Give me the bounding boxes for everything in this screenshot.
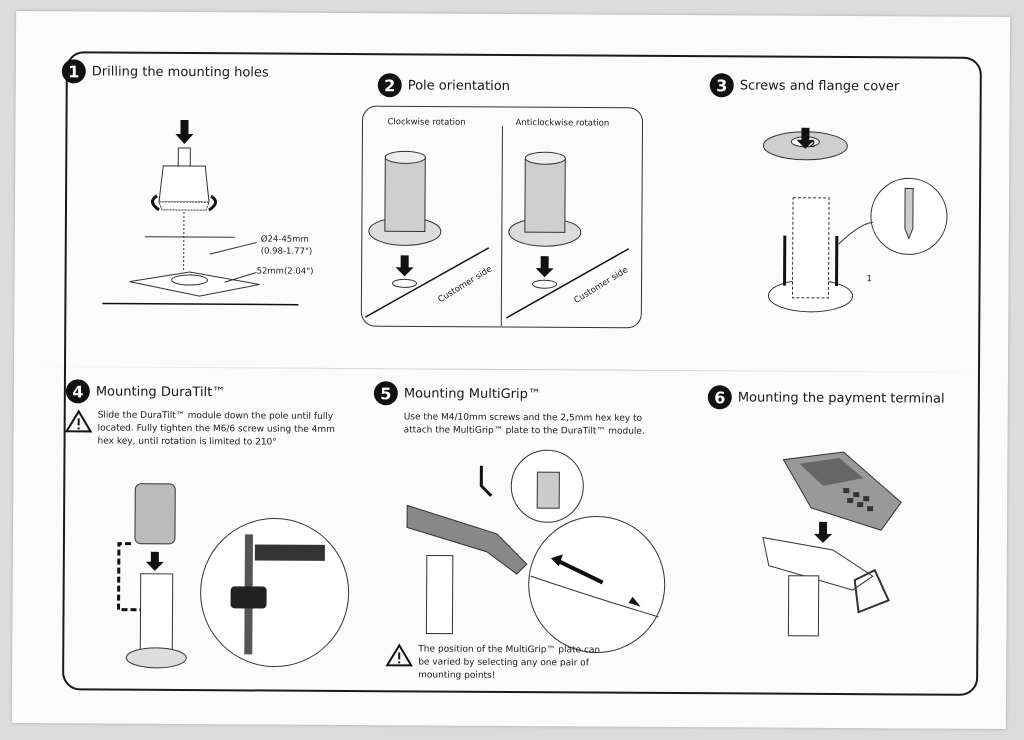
step-number: 6 [707,385,732,410]
step-title: Mounting the payment terminal [737,389,945,407]
diameter-label: Ø24-45mm [260,234,309,245]
step-number: 4 [65,379,90,404]
callout-2: 2 [809,139,816,150]
warning-icon [64,409,93,433]
step-title: Mounting MultiGrip™ [403,385,541,402]
step-5-instructions: Use the M4/10mm screws and the 2,5mm hex… [403,412,645,437]
pole-orientation-diagram [360,105,644,329]
pole-left [368,150,442,288]
clockwise-label: Clockwise rotation [387,117,466,128]
step-5-note-text: The position of the MultiGrip™ plate can… [418,644,601,681]
multigrip-diagram [406,449,666,654]
step-6: 6 Mounting the payment terminal [707,385,945,410]
step-4-instructions: Slide the DuraTilt™ module down the pole… [97,410,335,448]
step-title: Mounting DuraTilt™ [95,383,226,400]
rotation-arrow-icon [151,194,218,212]
terminal-diagram [762,451,902,637]
step-3: 3 Screws and flange cover [709,73,900,98]
step-title: Drilling the mounting holes [91,63,269,81]
step-title: Pole orientation [407,77,510,94]
step-title: Screws and flange cover [739,77,900,94]
step-2: 2 Pole orientation [377,73,510,98]
pole-right [508,151,582,289]
arrow-down-icon [175,119,194,145]
instruction-sheet: 1 Drilling the mounting holes Ø24-45mm (… [11,10,1011,730]
step-5: 5 Mounting MultiGrip™ Use the M4/10mm sc… [373,381,654,439]
duratilt-diagram [117,483,350,669]
flange-cover-diagram [762,127,948,313]
step-number: 2 [377,73,402,98]
warning-icon [385,643,413,667]
step-1: 1 Drilling the mounting holes [61,59,269,84]
step-number: 5 [373,381,398,406]
step-number: 1 [61,59,86,84]
depth-label: 52mm(2.04") [256,266,314,277]
step-5-note: The position of the MultiGrip™ plate can… [385,643,606,683]
drill-diagram [102,119,299,306]
diameter-inch-label: (0.98-1.77") [260,246,313,257]
step-4: 4 Mounting DuraTilt™ Slide the DuraTilt™… [64,379,346,450]
anticlockwise-label: Anticlockwise rotation [515,118,610,129]
callout-1: 1 [866,274,873,285]
step-number: 3 [709,73,734,98]
